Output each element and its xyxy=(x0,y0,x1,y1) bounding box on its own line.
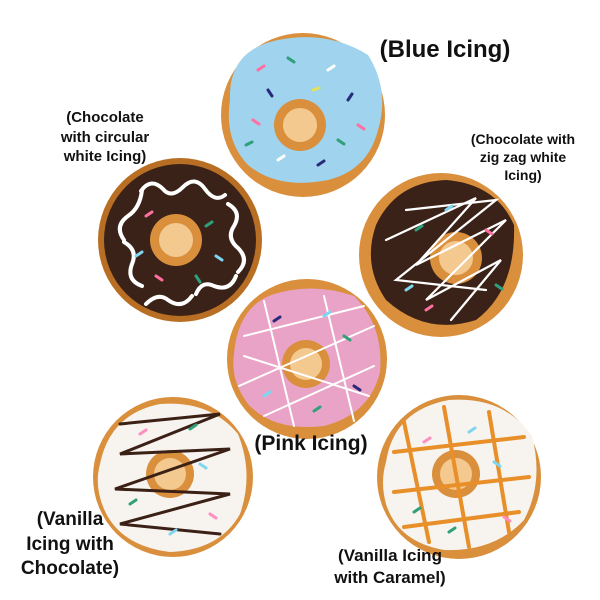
label-vanilla-caramel: (Vanilla Icing with Caramel) xyxy=(305,545,475,589)
label-line: white Icing) xyxy=(63,148,147,165)
label-line: with circular xyxy=(60,128,150,146)
label-line: (Blue Icing) xyxy=(379,36,511,63)
vanilla-chocolate-drizzle-donut xyxy=(93,397,253,557)
label-line: Chocolate) xyxy=(20,558,120,580)
label-blue-icing: (Blue Icing) xyxy=(360,34,530,65)
blue-icing-donut xyxy=(221,33,385,197)
label-line: (Chocolate xyxy=(66,109,144,126)
chocolate-circular-icing-donut xyxy=(98,158,262,322)
label-line: (Vanilla Icing xyxy=(338,546,442,565)
label-vanilla-chocolate: (Vanilla Icing with Chocolate) xyxy=(10,508,130,582)
label-line: (Chocolate with xyxy=(470,131,576,147)
label-line: zig zag white xyxy=(479,149,567,166)
label-pink-icing: (Pink Icing) xyxy=(246,430,376,457)
label-line: (Pink Icing) xyxy=(254,432,368,455)
vanilla-caramel-drizzle-donut xyxy=(377,395,541,559)
label-line: Icing) xyxy=(504,167,542,184)
label-line: Icing with xyxy=(26,533,114,555)
label-chocolate-zigzag: (Chocolate with zig zag white Icing) xyxy=(448,130,598,185)
label-line: (Vanilla xyxy=(36,509,104,530)
label-chocolate-circular: (Chocolate with circular white Icing) xyxy=(30,108,180,167)
label-line: with Caramel) xyxy=(334,568,446,588)
chocolate-zigzag-icing-donut xyxy=(359,173,523,337)
pink-icing-donut xyxy=(227,279,387,439)
